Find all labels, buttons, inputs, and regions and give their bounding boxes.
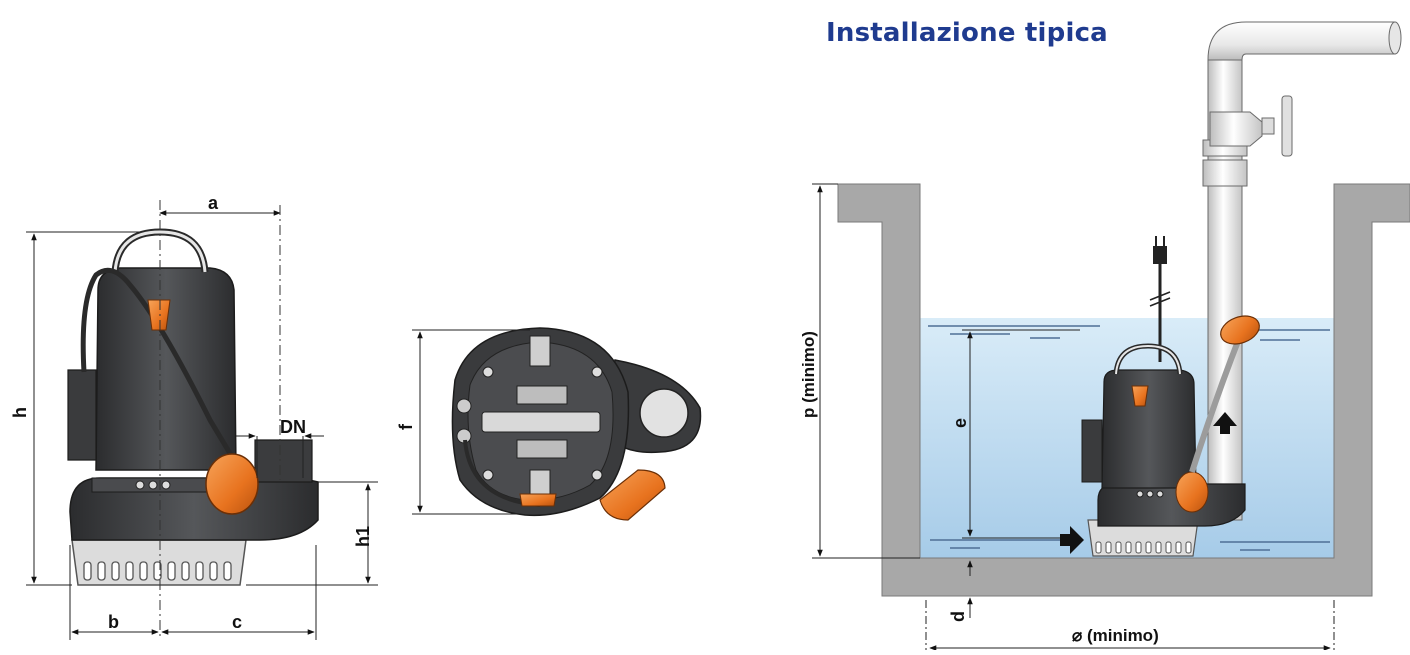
power-cable xyxy=(80,267,243,472)
float-switch xyxy=(205,453,259,515)
label-e: e xyxy=(950,418,970,428)
installation-view xyxy=(837,21,1410,597)
top-clamp xyxy=(519,493,557,507)
label-diam-min: ⌀ (minimo) xyxy=(1072,626,1159,645)
pump-front-view xyxy=(67,200,319,640)
motor-housing xyxy=(95,267,237,471)
pipe-elbow xyxy=(1207,21,1396,61)
label-b: b xyxy=(108,612,119,632)
installation-dimensions xyxy=(812,183,1335,651)
label-dn: DN xyxy=(280,417,306,437)
top-float xyxy=(599,469,666,521)
diagram-title: Installazione tipica xyxy=(826,18,1108,48)
label-c: c xyxy=(232,612,242,632)
label-a: a xyxy=(208,193,219,213)
top-dimensions xyxy=(412,329,530,515)
front-dimensions xyxy=(26,210,378,640)
discharge-outlet xyxy=(254,439,313,483)
flow-up-arrow xyxy=(1213,412,1237,434)
label-p-min: p (minimo) xyxy=(799,331,818,418)
label-h1: h1 xyxy=(353,526,373,547)
upper-float-switch xyxy=(1220,315,1260,345)
inflow-arrow xyxy=(1060,526,1084,554)
cable-box xyxy=(67,369,97,461)
outlet-hole xyxy=(639,388,689,438)
pump-top-view xyxy=(451,327,702,521)
cable-clamp xyxy=(147,299,171,331)
label-d: d xyxy=(948,611,968,622)
label-f: f xyxy=(396,423,416,430)
water-surface-lines xyxy=(928,325,1330,551)
pump-in-pit xyxy=(1081,334,1246,557)
label-h: h xyxy=(10,407,30,418)
float-cable xyxy=(1189,334,1243,473)
top-handle xyxy=(481,411,601,433)
valve-handwheel xyxy=(1281,95,1293,157)
gate-valve xyxy=(1209,111,1263,147)
power-plug xyxy=(1153,246,1167,264)
